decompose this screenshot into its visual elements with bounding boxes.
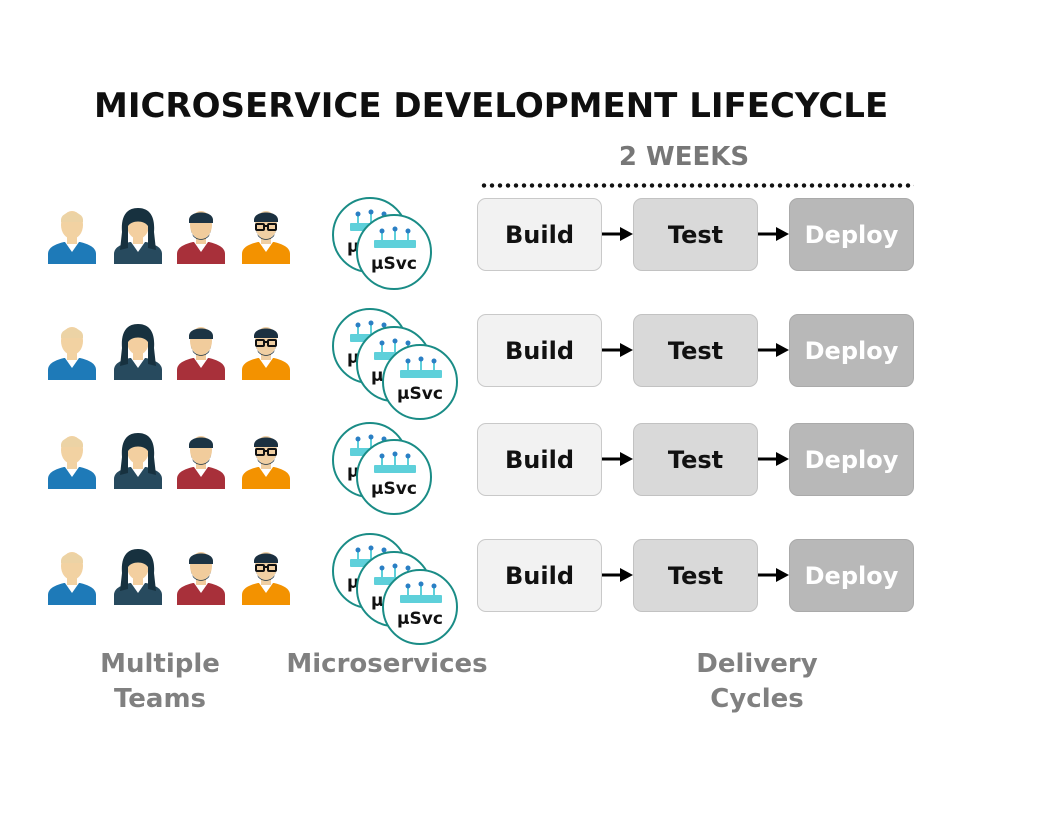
person-bearded-icon	[175, 547, 227, 607]
stage-build: Build	[477, 423, 602, 496]
person-bearded-icon	[175, 322, 227, 382]
person-woman-icon	[112, 206, 164, 266]
stage-test: Test	[633, 539, 758, 612]
person-bearded-icon	[175, 431, 227, 491]
person-glasses-icon	[240, 431, 292, 491]
caption-microservices: Microservices	[280, 647, 494, 682]
microservice-icon: µSvc	[382, 344, 458, 420]
arrow-right-icon	[758, 225, 790, 243]
caption-teams-line2: Teams	[113, 684, 207, 714]
person-woman-icon	[112, 431, 164, 491]
person-blond-icon	[46, 206, 98, 266]
caption-delivery-line2: Cycles	[710, 684, 804, 714]
stage-test: Test	[633, 198, 758, 271]
person-glasses-icon	[240, 206, 292, 266]
arrow-right-icon	[758, 341, 790, 359]
microservice-icon: µSvc	[382, 569, 458, 645]
duration-label: 2 WEEKS	[618, 142, 750, 172]
stage-deploy: Deploy	[789, 423, 914, 496]
microservice-icon: µSvc	[356, 214, 432, 290]
arrow-right-icon	[602, 225, 634, 243]
stage-deploy: Deploy	[789, 539, 914, 612]
stage-test: Test	[633, 314, 758, 387]
caption-microservices-line: Microservices	[286, 649, 488, 679]
microservice-group: µSvcµSvcµSvc	[330, 533, 460, 649]
lifecycle-row: µSvcµSvcµSvcBuildTestDeploy	[0, 533, 1045, 645]
stage-test: Test	[633, 423, 758, 496]
microservice-group: µSvcµSvc	[330, 422, 460, 533]
timeline-dotted-line	[480, 183, 914, 188]
person-blond-icon	[46, 547, 98, 607]
circuit-chip-icon	[372, 451, 418, 477]
stage-build: Build	[477, 314, 602, 387]
microservice-label: µSvc	[397, 609, 443, 629]
person-woman-icon	[112, 547, 164, 607]
person-bearded-icon	[175, 206, 227, 266]
lifecycle-row: µSvcµSvcµSvcBuildTestDeploy	[0, 308, 1045, 420]
arrow-right-icon	[602, 341, 634, 359]
person-blond-icon	[46, 431, 98, 491]
microservice-label: µSvc	[371, 479, 417, 499]
caption-teams: Multiple Teams	[70, 647, 250, 717]
microservice-label: µSvc	[371, 254, 417, 274]
caption-delivery-line1: Delivery	[696, 649, 818, 679]
arrow-right-icon	[602, 566, 634, 584]
caption-teams-line1: Multiple	[100, 649, 220, 679]
person-woman-icon	[112, 322, 164, 382]
circuit-chip-icon	[372, 226, 418, 252]
microservice-label: µSvc	[397, 384, 443, 404]
stage-deploy: Deploy	[789, 198, 914, 271]
circuit-chip-icon	[398, 581, 444, 607]
page-title: MICROSERVICE DEVELOPMENT LIFECYCLE	[94, 86, 889, 126]
stage-build: Build	[477, 198, 602, 271]
person-glasses-icon	[240, 547, 292, 607]
microservice-group: µSvcµSvc	[330, 197, 460, 308]
caption-delivery: Delivery Cycles	[657, 647, 857, 717]
stage-deploy: Deploy	[789, 314, 914, 387]
person-glasses-icon	[240, 322, 292, 382]
person-blond-icon	[46, 322, 98, 382]
lifecycle-row: µSvcµSvcBuildTestDeploy	[0, 197, 1045, 290]
circuit-chip-icon	[398, 356, 444, 382]
lifecycle-row: µSvcµSvcBuildTestDeploy	[0, 422, 1045, 515]
arrow-right-icon	[758, 566, 790, 584]
microservice-group: µSvcµSvcµSvc	[330, 308, 460, 424]
microservice-icon: µSvc	[356, 439, 432, 515]
arrow-right-icon	[602, 450, 634, 468]
stage-build: Build	[477, 539, 602, 612]
arrow-right-icon	[758, 450, 790, 468]
